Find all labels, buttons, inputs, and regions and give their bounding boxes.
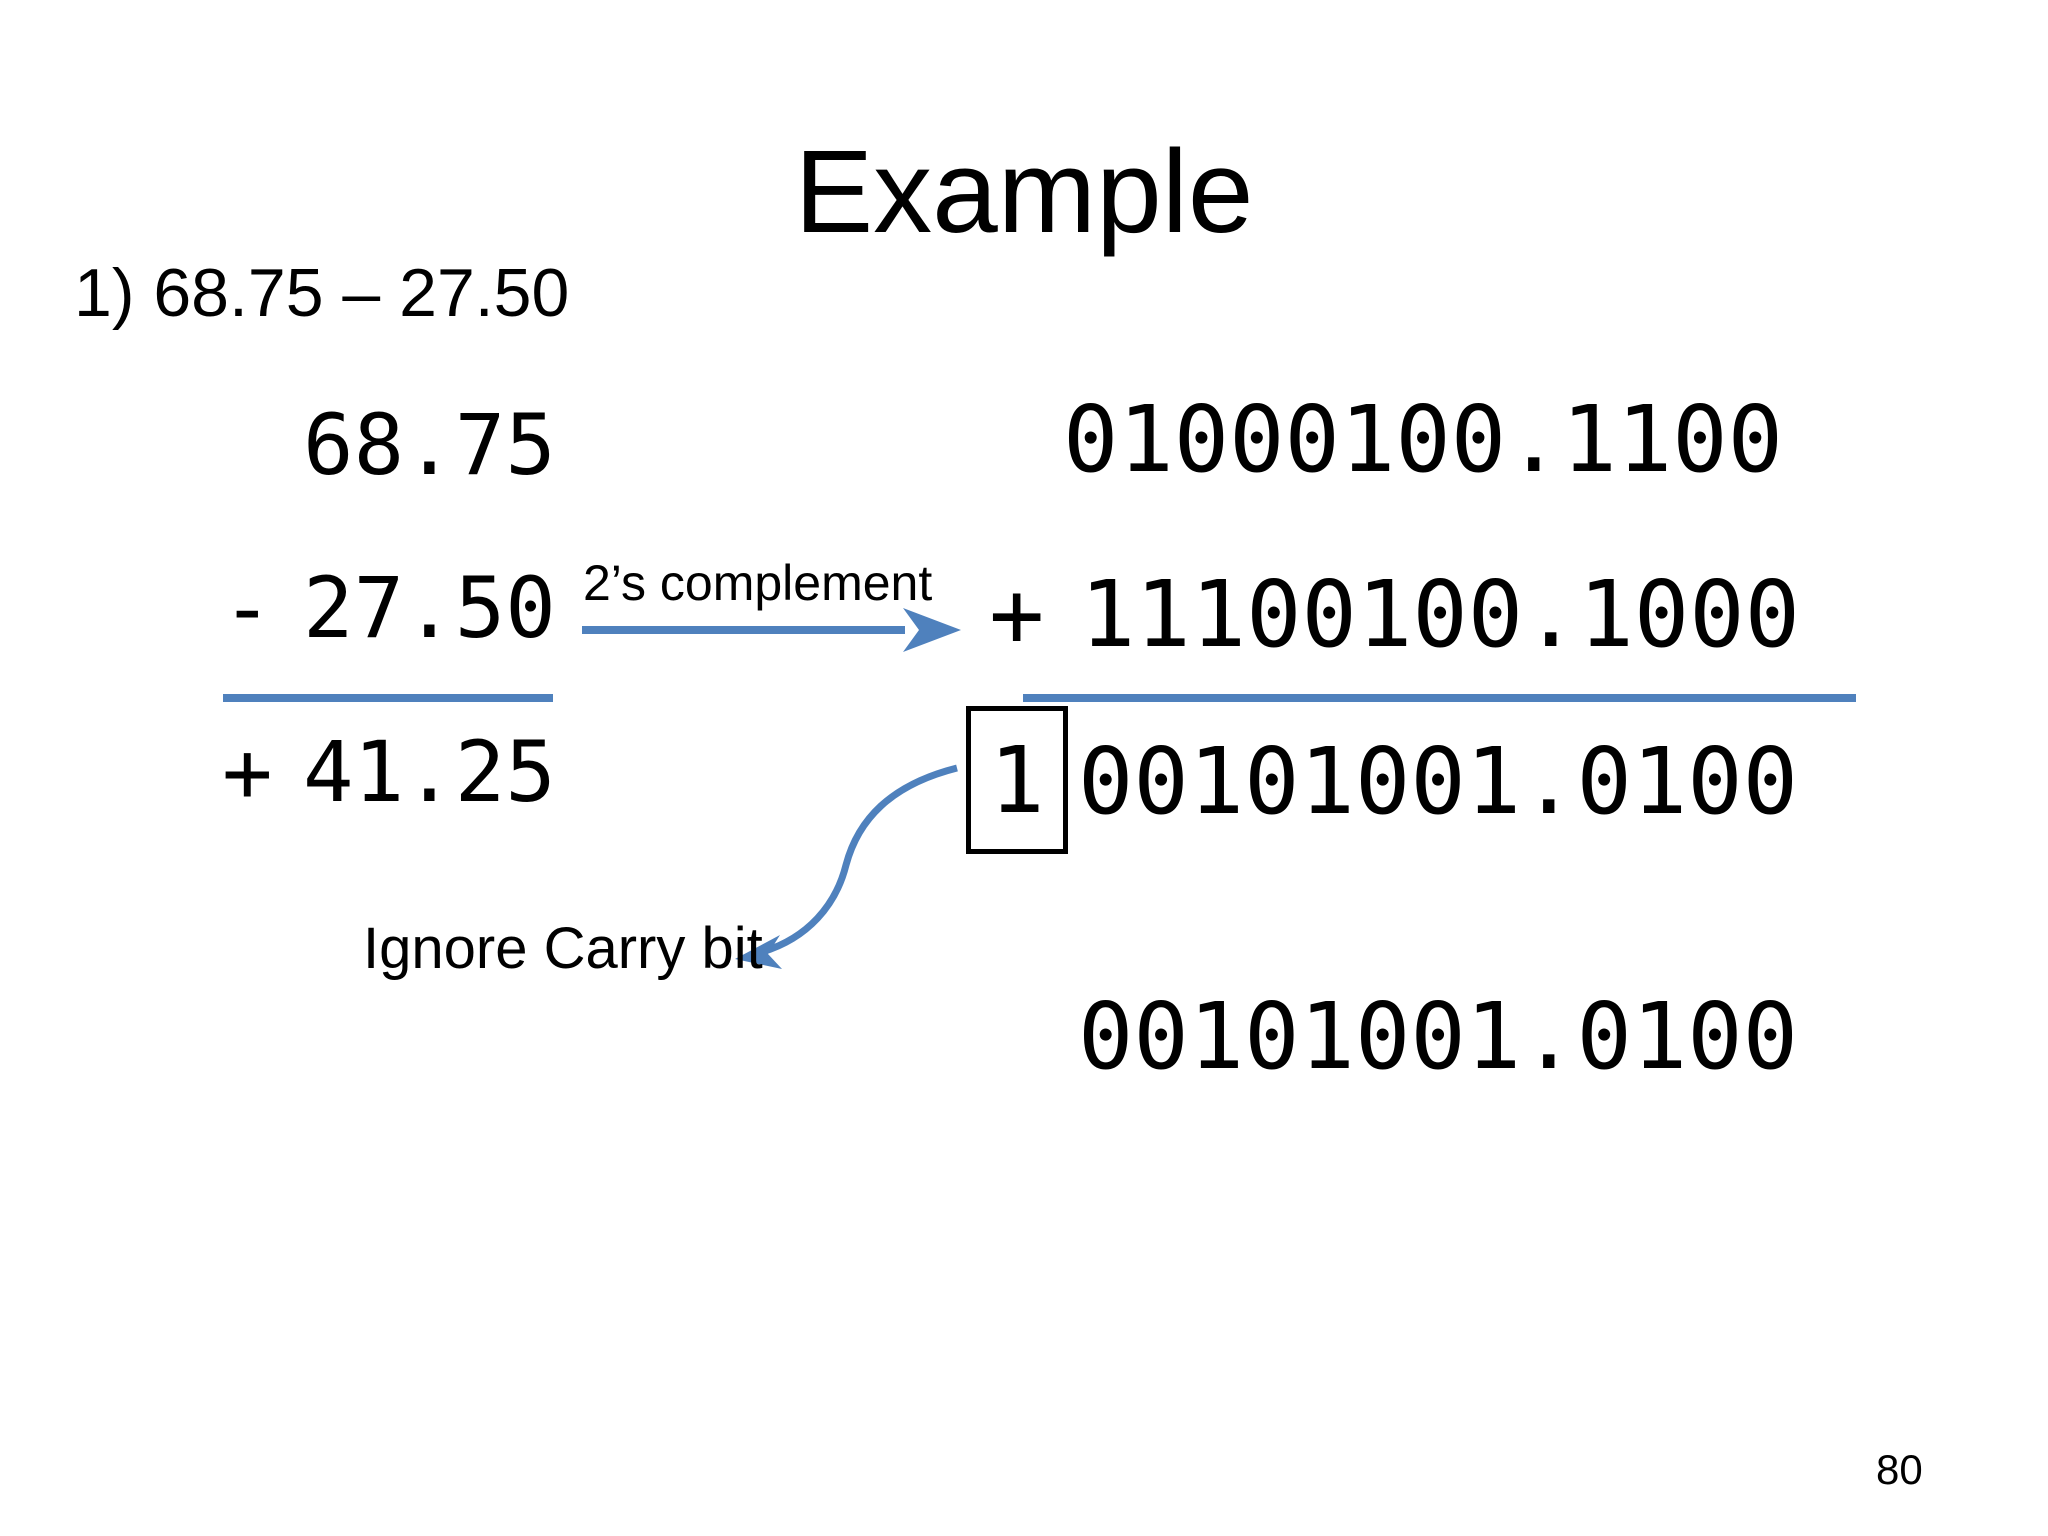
decimal-result: 41.25	[303, 723, 556, 821]
twos-complement-arrow-icon	[582, 608, 961, 652]
decimal-subtrahend-row: -27.50	[222, 566, 556, 650]
binary-sum: 00101001.0100	[1078, 728, 1799, 835]
binary-operand-2: 11100100.1000	[1080, 561, 1801, 668]
binary-sum-line	[1023, 694, 1856, 702]
decimal-result-row: +41.25	[222, 730, 556, 814]
problem-statement: 1) 68.75 – 27.50	[74, 255, 570, 331]
plus-sign-binary: +	[989, 561, 1045, 668]
binary-operand-1: 01000100.1100	[1063, 386, 1784, 493]
carry-bit: 1	[989, 726, 1045, 834]
twos-complement-label: 2’s complement	[583, 555, 933, 611]
carry-bit-box: 1	[966, 706, 1068, 854]
decimal-sum-line	[223, 694, 553, 702]
decimal-minuend: 68.75	[303, 396, 556, 494]
binary-final-result: 00101001.0100	[1078, 983, 1799, 1090]
ignore-carry-label: Ignore Carry bit	[363, 916, 763, 981]
plus-sign-decimal: +	[222, 723, 273, 821]
page-number: 80	[1876, 1446, 1923, 1493]
slide-title: Example	[794, 126, 1254, 258]
decimal-subtrahend: 27.50	[303, 559, 556, 657]
ignore-carry-arrow-icon	[735, 764, 958, 969]
minus-sign: -	[222, 559, 273, 657]
